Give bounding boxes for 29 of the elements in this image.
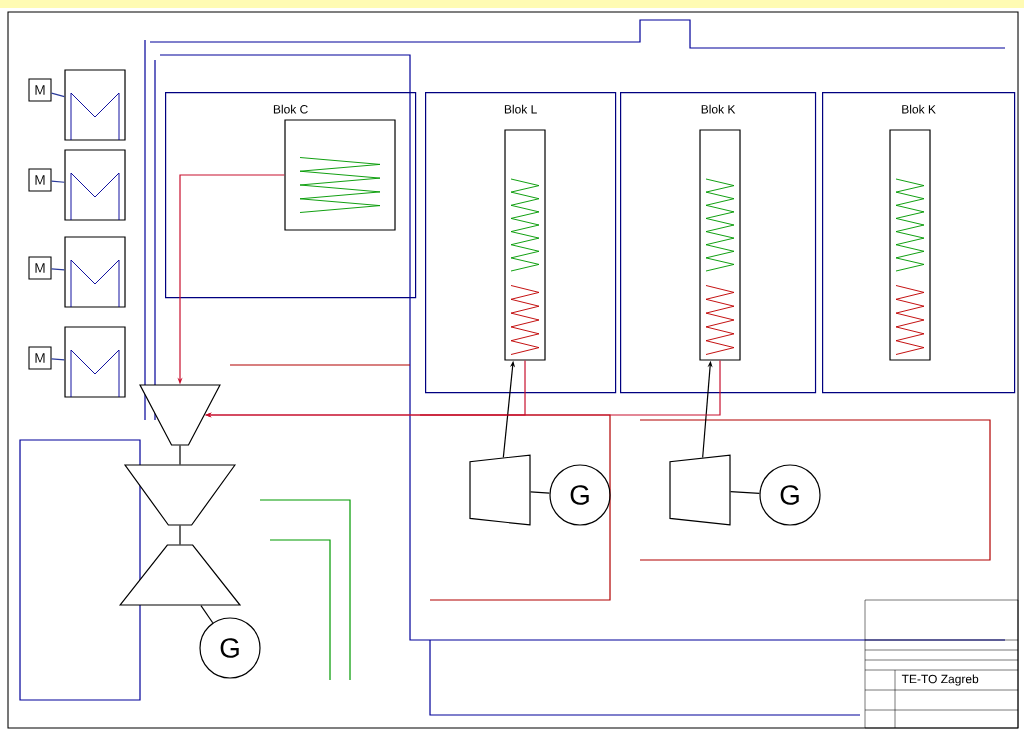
boiler-column bbox=[889, 129, 931, 361]
turbine-casing bbox=[669, 454, 731, 526]
pipe-line bbox=[50, 268, 65, 271]
pipe-line bbox=[50, 92, 65, 98]
motor-box: M bbox=[28, 256, 52, 280]
motor-box: M bbox=[28, 168, 52, 192]
block-area: Blok L bbox=[425, 92, 617, 394]
block-area: Blok K bbox=[822, 92, 1016, 394]
boiler-column bbox=[504, 129, 546, 361]
pipe-line bbox=[179, 445, 181, 465]
plant-name: TE-TO Zagreb bbox=[901, 674, 979, 686]
turbine-casing bbox=[139, 384, 221, 446]
boiler-column bbox=[699, 129, 741, 361]
motor-box: M bbox=[28, 346, 52, 370]
block-area: Blok C bbox=[165, 92, 417, 299]
motor-box: M bbox=[28, 78, 52, 102]
pipe-line bbox=[730, 491, 761, 494]
heater-box bbox=[64, 326, 126, 398]
heater-box bbox=[64, 236, 126, 308]
heater-box bbox=[64, 69, 126, 141]
pipe-line bbox=[50, 180, 65, 183]
pipe-line bbox=[530, 491, 551, 494]
pipe-line bbox=[200, 605, 214, 624]
block-area: Blok K bbox=[620, 92, 817, 394]
pipe-line bbox=[50, 358, 65, 361]
heater-box bbox=[64, 149, 126, 221]
turbine-casing bbox=[469, 454, 531, 526]
boiler-box bbox=[284, 119, 396, 231]
pipe-line bbox=[179, 525, 181, 545]
